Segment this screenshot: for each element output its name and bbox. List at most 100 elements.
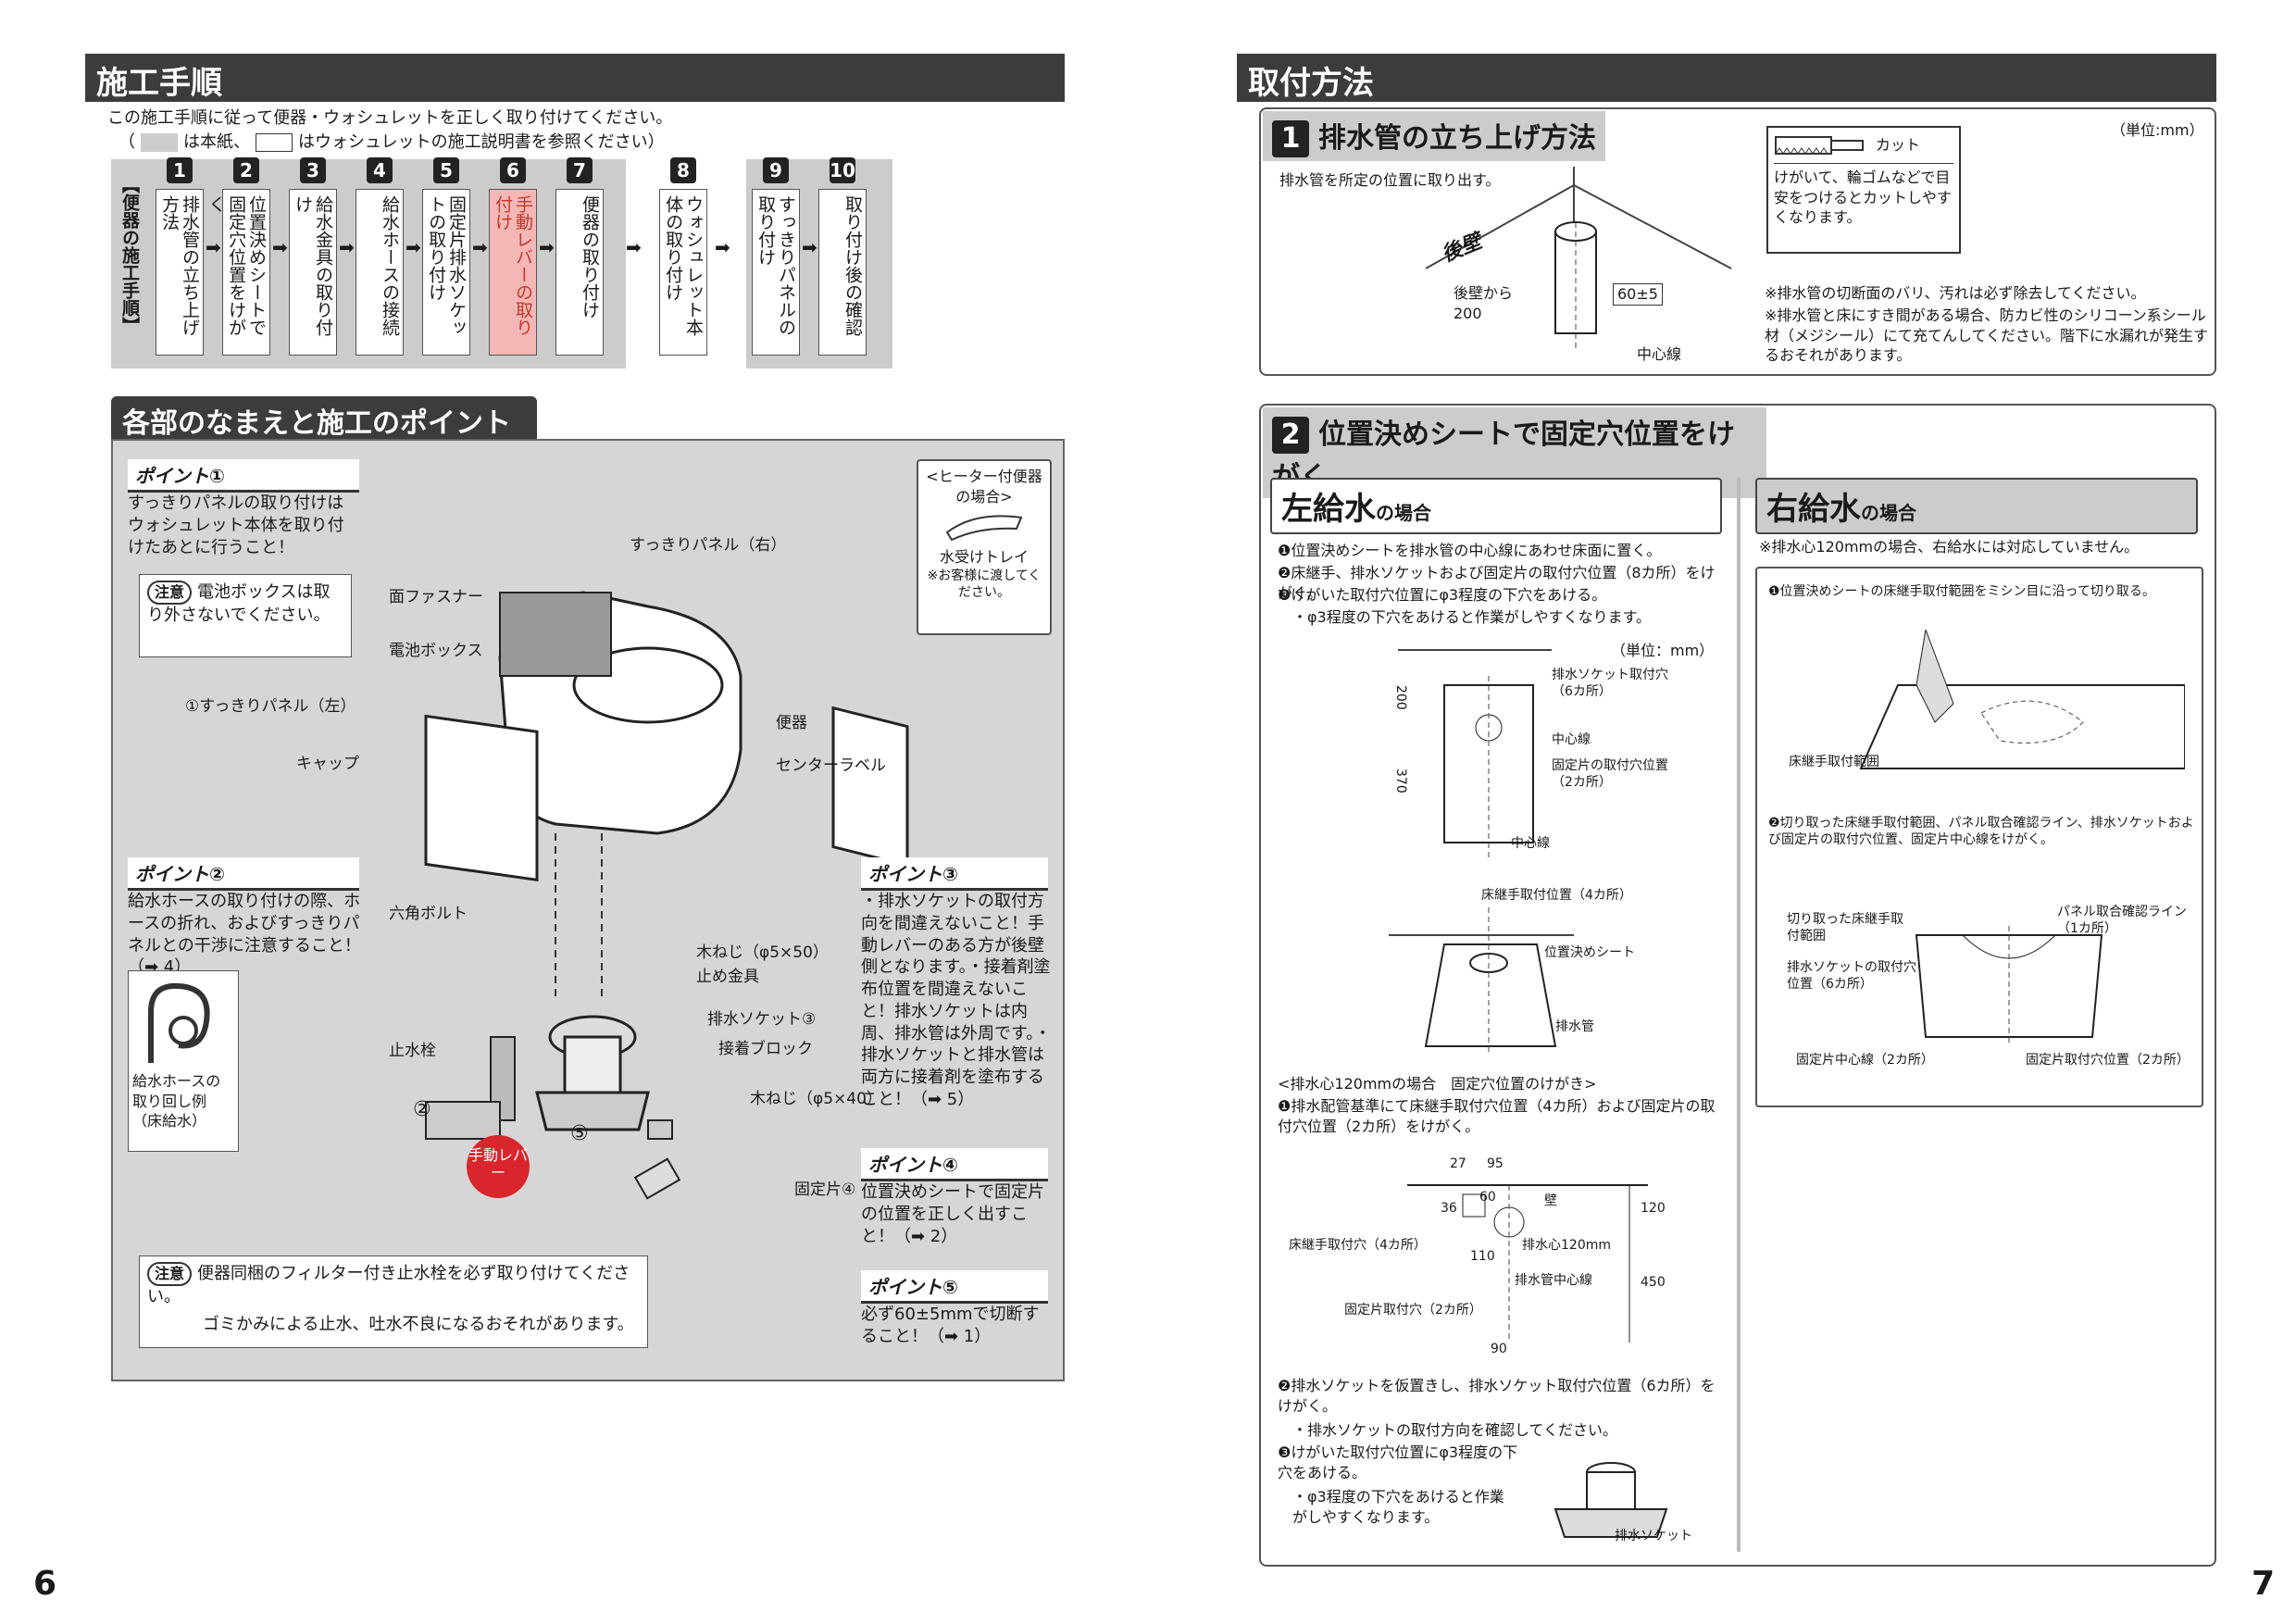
step-label: 便器の取り付け	[555, 189, 604, 356]
section1-text: 排水管を所定の位置に取り出す。	[1279, 171, 1501, 189]
hose-icon	[148, 982, 210, 1063]
left-step4: ❷排水ソケットを仮置きし、排水ソケット取付穴位置（6カ所）をけがく。	[1278, 1377, 1716, 1415]
left-page-title: 施工手順	[85, 54, 1065, 102]
label-wood-screw-50: 木ねじ（φ5×50）	[696, 943, 829, 962]
step-label: 手動レバーの取り付け	[489, 189, 537, 356]
label-adhesive-block: 接着ブロック	[718, 1040, 813, 1058]
step-arrow-icon: ➡	[802, 236, 817, 258]
step-number: 8	[670, 157, 696, 183]
from-wall-label: 後壁から200	[1454, 284, 1514, 322]
label-battery: 電池ボックス	[389, 642, 483, 660]
dim-60-label: 60±5	[1613, 283, 1663, 306]
socket-diagram	[1554, 1462, 1668, 1538]
sheet-placement-diagram	[1389, 907, 1574, 1056]
step-arrow-icon: ➡	[626, 236, 642, 258]
heater-part: 水受けトレイ	[939, 548, 1029, 567]
floor-joint-label: 床継手取付位置（4カ所）	[1481, 888, 1632, 903]
caution2-icon: 注意	[147, 1262, 193, 1286]
socket-pos-label: 排水ソケットの取付穴位置（6カ所）	[1787, 960, 1916, 993]
parts-title: 各部のなまえと施工のポイント	[111, 396, 537, 441]
section1-note2: ※排水管と床にすき間がある場合、防カビ性のシリコーン系シール材（メジシール）にて…	[1765, 306, 2209, 365]
point2-title: ポイント②	[128, 857, 359, 891]
step-number: 9	[763, 157, 789, 183]
sheet-label: 位置決めシート	[1544, 945, 1635, 960]
cut-range-label: 切り取った床継手取付範囲	[1787, 912, 1903, 944]
point5-title: ポイント⑤	[861, 1270, 1048, 1304]
cut-sheet-diagram	[1859, 630, 2185, 769]
point3-text: ・排水ソケットの取付方向を間違えないこと！手動レバーのある方が後壁側となります。…	[861, 892, 1052, 1109]
range-label: 床継手取付範囲	[1789, 755, 1879, 769]
label-circle-5: ⑤	[570, 1122, 589, 1145]
legend-grey-swatch	[141, 133, 178, 153]
dim-95: 95	[1487, 1156, 1504, 1171]
step-7: 7 便器の取り付け	[550, 157, 609, 361]
wall-label: 壁	[1544, 1193, 1557, 1208]
right-supply-label: 右給水	[1766, 491, 1861, 528]
step-number: 4	[367, 157, 393, 183]
left-step1: ❶位置決めシートを排水管の中心線にあわせ床面に置く。	[1278, 542, 1662, 559]
label-bowl: 便器	[776, 714, 807, 732]
step-number: 3	[300, 157, 326, 183]
heater-note: ※お客様に渡してください。	[927, 568, 1042, 600]
step-label: 固定片排水ソケットの取り付け	[422, 189, 470, 356]
center-label-a: 中心線	[1552, 732, 1591, 747]
left-supply-label: 左給水	[1281, 491, 1376, 528]
step-number: 2	[233, 157, 259, 183]
step-number: 7	[567, 157, 593, 183]
step-3: 3 給水金具の取り付け	[283, 157, 343, 361]
center-label-b: 中心線	[1511, 836, 1550, 851]
section2-title-text: 位置決めシートで固定穴位置をけがく	[1272, 418, 1735, 493]
page-number-right: 7	[2252, 1565, 2276, 1603]
step-label: 位置決めシートで固定穴位置をけがく	[206, 189, 270, 356]
left-supply-case: の場合	[1376, 502, 1431, 524]
drain-center-label: 排水管中心線	[1515, 1273, 1592, 1288]
label-circle-2: ②	[413, 1098, 431, 1121]
heater-title: <ヒーター付便器の場合>	[926, 468, 1042, 506]
caution-icon: 注意	[147, 581, 193, 605]
legend-white-swatch	[256, 133, 293, 153]
step-arrow-icon: ➡	[272, 236, 288, 258]
section2-num: 2	[1272, 417, 1309, 454]
socket-holes-label: 排水ソケット取付穴（6カ所）	[1552, 668, 1668, 700]
right-step2: ❷切り取った床継手取付範囲、パネル取合確認ライン、排水ソケットおよび固定片の取付…	[1768, 816, 2194, 848]
saw-icon	[1775, 136, 1864, 155]
point1-title: ポイント①	[128, 459, 359, 493]
right-supply-heading: 右給水の場合	[1755, 478, 2198, 534]
label-panel-left: ①すっきりパネル（左）	[185, 697, 356, 716]
hose-caption: 給水ホースの取り回し例（床給水）	[132, 1072, 221, 1131]
left-step2: ❷床継手、排水ソケットおよび固定片の取付穴位置（8カ所）をけがく。	[1278, 564, 1716, 602]
step-2: 2 位置決めシートで固定穴位置をけがく	[206, 157, 276, 361]
page-number-left: 6	[33, 1565, 57, 1603]
step-label: 取り付け後の確認	[818, 189, 867, 356]
steps-group-label: 【便器の施工手順】	[119, 176, 140, 334]
dim-450: 450	[1641, 1275, 1666, 1290]
label-drain-socket: 排水ソケット③	[707, 1010, 817, 1029]
step-label: すっきりパネルの取り付け	[752, 189, 800, 356]
label-cap: キャップ	[296, 755, 359, 773]
label-hex-bolt: 六角ボルト	[389, 905, 468, 923]
label-fastener: 面ファスナー	[389, 588, 483, 606]
hose-example: 給水ホースの取り回し例（床給水）	[128, 970, 239, 1152]
section1-title-text: 排水管の立ち上げ方法	[1318, 122, 1596, 155]
left-step3-note: ・φ3程度の下穴をあけると作業がしやすくなります。	[1292, 608, 1651, 626]
step-number: 5	[433, 157, 459, 183]
section1-num: 1	[1272, 120, 1309, 157]
right-page-title: 取付方法	[1237, 54, 2216, 102]
column-divider	[1737, 478, 1741, 1552]
label-stop-fitting: 止め金具	[696, 968, 759, 986]
step-label: ウォシュレット本体の取り付け	[659, 189, 707, 356]
section1-title: 1 排水管の立ち上げ方法	[1263, 111, 1605, 161]
label-stop-valve: 止水栓	[389, 1042, 436, 1060]
drain120-label: 排水心120mm	[1522, 1238, 1611, 1253]
step-arrow-icon: ➡	[472, 236, 488, 258]
label-panel-right: すっきりパネル（右）	[630, 536, 787, 555]
step-number: 1	[167, 157, 193, 183]
step-label: 給水金具の取り付け	[289, 189, 337, 356]
point4-title: ポイント④	[861, 1148, 1048, 1181]
right-supply-case: の場合	[1861, 502, 1916, 524]
left-step5: ❸けがいた取付穴位置にφ3程度の下穴をあける。	[1278, 1443, 1518, 1481]
case120-diagram	[1407, 1184, 1648, 1343]
